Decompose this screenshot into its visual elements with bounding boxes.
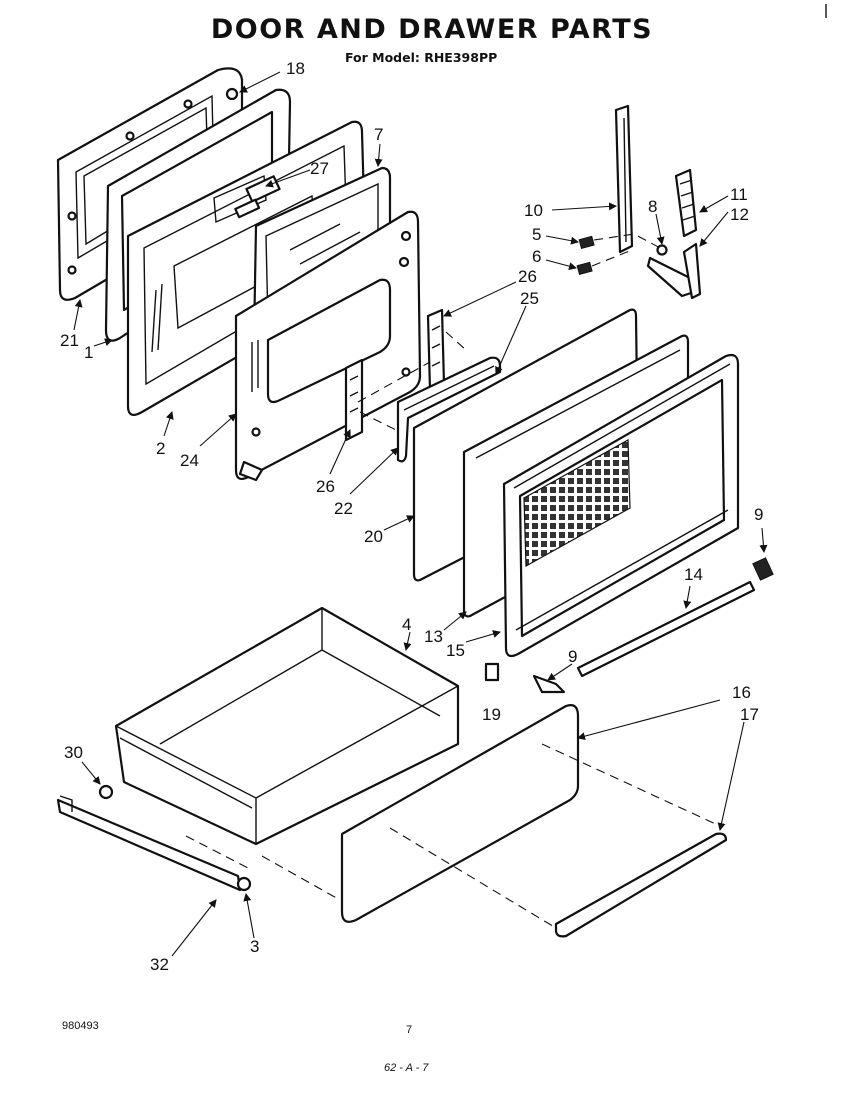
leader-lines bbox=[73, 71, 768, 957]
assembly-line bbox=[185, 835, 249, 869]
callout-9: 9 bbox=[568, 647, 577, 666]
callout-21: 21 bbox=[60, 331, 79, 350]
callout-25: 25 bbox=[520, 289, 539, 308]
diagram-code: 980493 bbox=[62, 1020, 99, 1032]
callout-14: 14 bbox=[684, 565, 703, 584]
callout-9: 9 bbox=[754, 505, 763, 524]
page-number: 7 bbox=[406, 1024, 413, 1036]
assembly-line bbox=[593, 233, 665, 251]
callout-19: 19 bbox=[482, 705, 501, 724]
callout-17: 17 bbox=[740, 705, 759, 724]
callout-3: 3 bbox=[250, 937, 259, 956]
part-6-screw bbox=[576, 261, 593, 275]
callout-12: 12 bbox=[730, 205, 749, 224]
callout-16: 16 bbox=[732, 683, 751, 702]
callout-15: 15 bbox=[446, 641, 465, 660]
assembly-line bbox=[541, 743, 721, 827]
callout-10: 10 bbox=[524, 201, 543, 220]
assembly-line bbox=[591, 249, 633, 267]
assembly-line bbox=[445, 331, 467, 351]
callout-13: 13 bbox=[424, 627, 443, 646]
part-11-hinge-spring bbox=[674, 168, 698, 238]
part-9-hinge-clip-right bbox=[752, 557, 774, 581]
part-32-slide-rail bbox=[56, 795, 242, 892]
callout-27: 27 bbox=[310, 159, 329, 178]
callout-30: 30 bbox=[64, 743, 83, 762]
part-9-hinge-clip-bottom bbox=[532, 674, 566, 694]
callout-2: 2 bbox=[156, 439, 165, 458]
assembly-line bbox=[261, 855, 341, 901]
part-8-pin bbox=[656, 244, 668, 256]
part-24-door-liner bbox=[234, 210, 422, 482]
assembly-line bbox=[389, 827, 557, 929]
assembly-line bbox=[359, 411, 397, 431]
part-25-insulation-channel bbox=[396, 356, 502, 463]
part-16-drawer-panel bbox=[340, 704, 580, 923]
page-title: DOOR AND DRAWER PARTS bbox=[210, 14, 654, 45]
part-3-roller bbox=[236, 876, 252, 892]
part-14-door-rod bbox=[576, 580, 756, 678]
callout-4: 4 bbox=[402, 615, 411, 634]
part-4-drawer bbox=[114, 606, 460, 846]
callout-5: 5 bbox=[532, 225, 541, 244]
part-26-hinge-bracket-right bbox=[426, 308, 446, 392]
part-30-roller bbox=[98, 784, 114, 800]
model-subtitle: For Model: RHE398PP bbox=[345, 50, 498, 65]
part-15-outer-door bbox=[502, 353, 740, 658]
callout-labels: 18 7 27 10 8 11 12 5 6 26 25 21 1 2 24 2… bbox=[60, 59, 763, 974]
callout-1: 1 bbox=[84, 343, 93, 362]
part-10-hinge-arm bbox=[614, 104, 634, 254]
callout-8: 8 bbox=[648, 197, 657, 216]
part-19-clip bbox=[484, 662, 500, 682]
callout-32: 32 bbox=[150, 955, 169, 974]
callout-22: 22 bbox=[334, 499, 353, 518]
callout-26: 26 bbox=[518, 267, 537, 286]
callout-26: 26 bbox=[316, 477, 335, 496]
callout-20: 20 bbox=[364, 527, 383, 546]
callout-6: 6 bbox=[532, 247, 541, 266]
stamp-code: 62 - A - 7 bbox=[384, 1062, 429, 1074]
callout-24: 24 bbox=[180, 451, 199, 470]
callout-11: 11 bbox=[730, 185, 748, 204]
callout-7: 7 bbox=[374, 125, 383, 144]
callout-18: 18 bbox=[286, 59, 305, 78]
part-26-hinge-bracket-left bbox=[344, 358, 364, 442]
assembly-line bbox=[357, 361, 431, 403]
part-12-hinge-lever bbox=[646, 242, 702, 300]
part-5-screw bbox=[578, 235, 595, 249]
part-17-rail bbox=[554, 832, 728, 938]
